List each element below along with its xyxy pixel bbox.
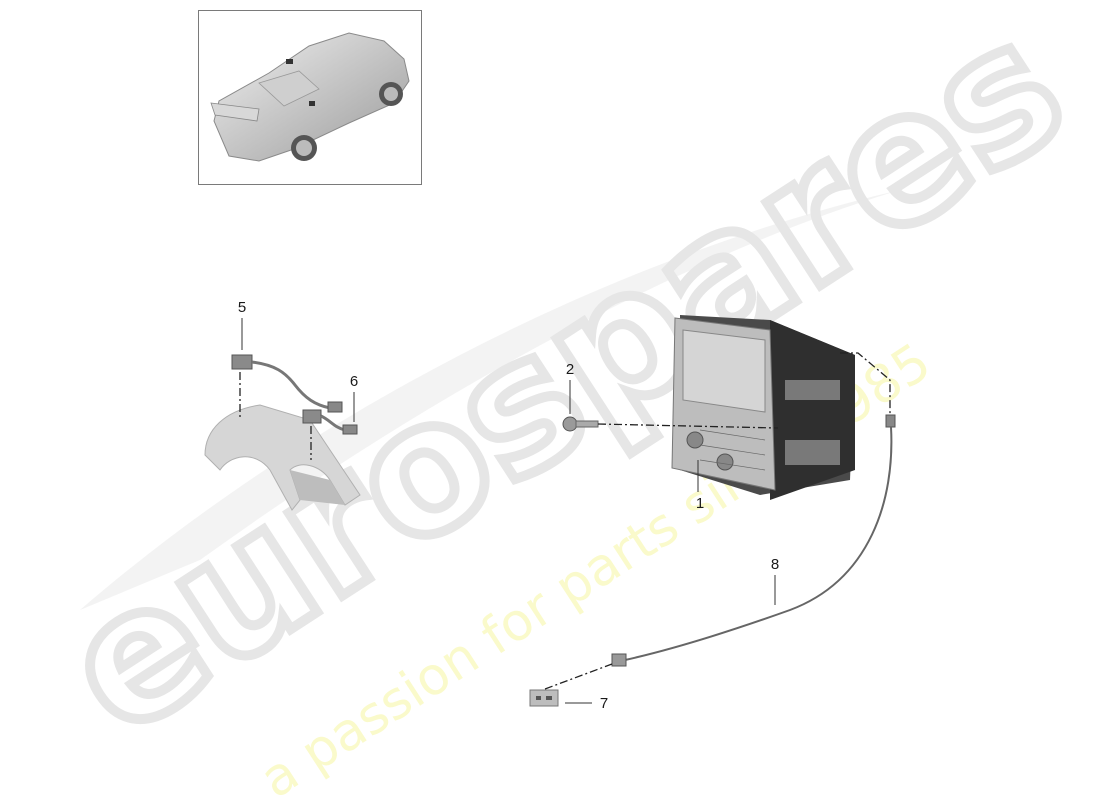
callout-7[interactable]: 7 [599,695,609,712]
part-2-screw [562,416,599,432]
vehicle-thumbnail [198,10,422,185]
part-6-harness [302,409,358,435]
steering-column-trim [204,404,361,511]
leader-lines [241,318,776,704]
callout-2[interactable]: 2 [565,361,575,378]
part-5-harness [231,354,343,413]
part-7-socket [529,689,559,707]
part-8-cable [611,414,896,667]
assembly-lines [239,352,891,690]
callout-6[interactable]: 6 [349,373,359,390]
callout-1[interactable]: 1 [695,495,705,512]
part-1-head-unit [671,315,855,500]
car-icon [210,32,410,162]
callout-8[interactable]: 8 [770,556,780,573]
callout-5[interactable]: 5 [237,299,247,316]
